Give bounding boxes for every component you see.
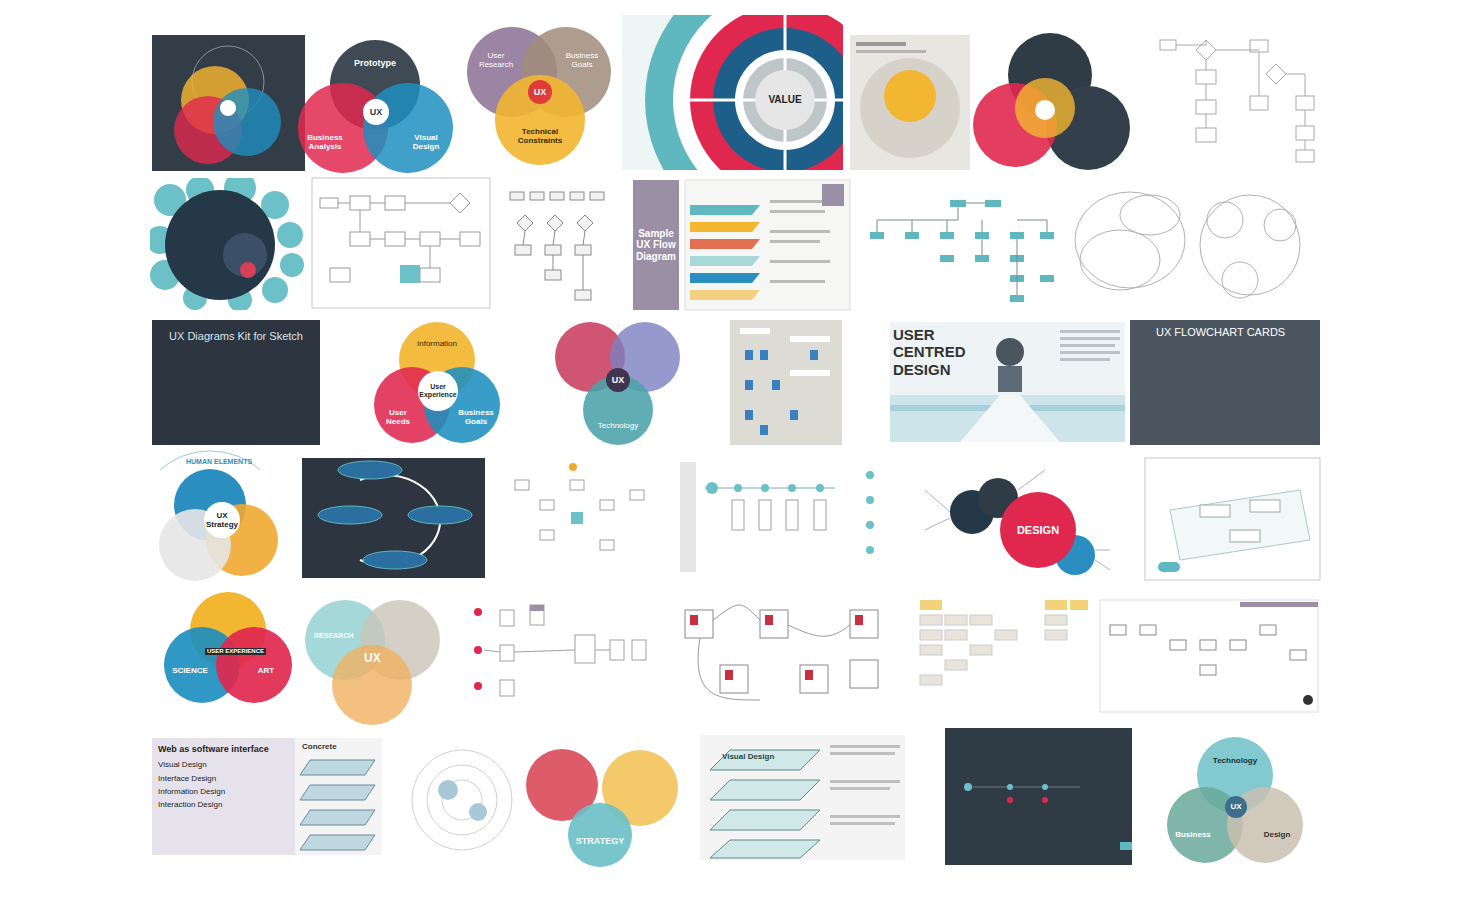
shape-fill [152,738,295,855]
text-label: USER EXPERIENCE [205,648,266,655]
text-holder: UX [528,80,552,104]
node-body: Interface Design [158,774,216,783]
shape-fill [216,627,292,703]
shape-fill [495,75,585,165]
label-holder: Visual Design [722,752,774,761]
text-holder: UX [1225,796,1247,818]
label-holder: Concrete [300,742,339,751]
shape-fill [1130,320,1320,445]
label-holder: RESEARCH [314,632,353,640]
panel-shape [1130,320,1320,445]
text-holder: ART [216,627,292,703]
shape-fill [1000,492,1076,568]
shape-fill [528,80,552,104]
node-title: Design [1264,830,1291,839]
venn-circle: STRATEGY [568,803,632,867]
text-label: USER CENTRED DESIGN [893,326,993,378]
shape-fill [152,320,320,445]
text-holder: UX FLOWCHART CARDS [1130,320,1320,445]
text-holder: UX Strategy [204,502,240,538]
text-holder: Sample UX Flow Diagram [633,180,679,310]
text-label: Visual Design [722,752,774,761]
venn-circle: ART [216,627,292,703]
node-title: User Experience [419,383,457,399]
circle-shape [216,627,292,703]
venn-circle: VALUE [755,70,815,130]
label-holder: UX [364,652,381,666]
node-title: Business Analysis [302,133,348,151]
panel-shape [152,738,295,855]
node-body: Information Design [158,787,225,796]
text-holder: Web as software interfaceVisual DesignIn… [152,738,295,855]
node-title: UX Diagrams Kit for Sketch [169,330,303,343]
node-title: STRATEGY [576,836,624,846]
shape-fill [606,368,630,392]
node-title: UX [612,375,625,385]
node-title: Technical Constraints [509,127,571,145]
venn-circle: UX [528,80,552,104]
venn-circle: Visual Design [363,83,453,173]
node-title: User Research [474,51,518,69]
text-holder: VALUE [755,70,815,130]
shape-fill [568,803,632,867]
label-holder: USER EXPERIENCE [205,648,266,655]
node-title: Business Goals [456,408,496,426]
shape-fill [1225,796,1247,818]
text-holder: UX Diagrams Kit for Sketch [152,320,320,445]
text-label: Concrete [300,742,339,751]
text-holder: Visual Design [363,83,453,173]
node-title: Information [417,339,457,348]
venn-circle: UX [606,368,630,392]
shape-fill [363,99,389,125]
shape-fill [418,371,458,411]
node-title: Technology [1213,756,1257,765]
node-title: UX Strategy [205,511,239,529]
node-title: Business Goals [560,51,604,69]
node-title: User Needs [380,408,416,426]
shape-fill [204,502,240,538]
node-title: Technology [598,421,638,430]
node-title: UX [370,107,383,117]
node-title: UX [534,87,547,97]
node-title: Visual Design [404,133,448,151]
title-panel: Web as software interfaceVisual DesignIn… [152,738,295,855]
node-title: UX FLOWCHART CARDS [1156,326,1285,339]
text-holder: UX [363,99,389,125]
venn-circle: User Experience [418,371,458,411]
node-title: Sample UX Flow Diagram [636,228,676,263]
text-holder: DESIGN [1000,492,1076,568]
shape-fill [755,70,815,130]
node-title: ART [258,666,274,675]
shape-fill [363,83,453,173]
title-panel: UX Diagrams Kit for Sketch [152,320,320,445]
venn-circle: UX Strategy [204,502,240,538]
node-title: Business [1175,830,1211,839]
node-body: Visual Design [158,760,207,769]
node-title: Prototype [354,58,396,68]
label-holder: USER CENTRED DESIGN [893,326,993,378]
text-label: RESEARCH [314,632,353,640]
node-title: SCIENCE [172,666,208,675]
text-holder: UX [606,368,630,392]
node-title: Web as software interface [158,744,269,754]
venn-circle: UX [1225,796,1247,818]
title-panel: UX FLOWCHART CARDS [1130,320,1320,445]
label-holder: HUMAN ELEMENTS [186,458,252,466]
text-holder: STRATEGY [568,803,632,867]
circle-shape [568,803,632,867]
shape-fill [633,180,679,310]
node-title: UX [1230,802,1241,811]
venn-circle: DESIGN [1000,492,1076,568]
text-label: HUMAN ELEMENTS [186,458,252,466]
circle-shape [363,83,453,173]
node-title: DESIGN [1017,524,1059,537]
node-title: VALUE [768,94,801,106]
node-body: Interaction Design [158,800,222,809]
text-holder: User Experience [418,371,458,411]
text-label: UX [364,652,381,666]
venn-circle: UX [363,99,389,125]
title-panel: Sample UX Flow Diagram [633,180,679,310]
